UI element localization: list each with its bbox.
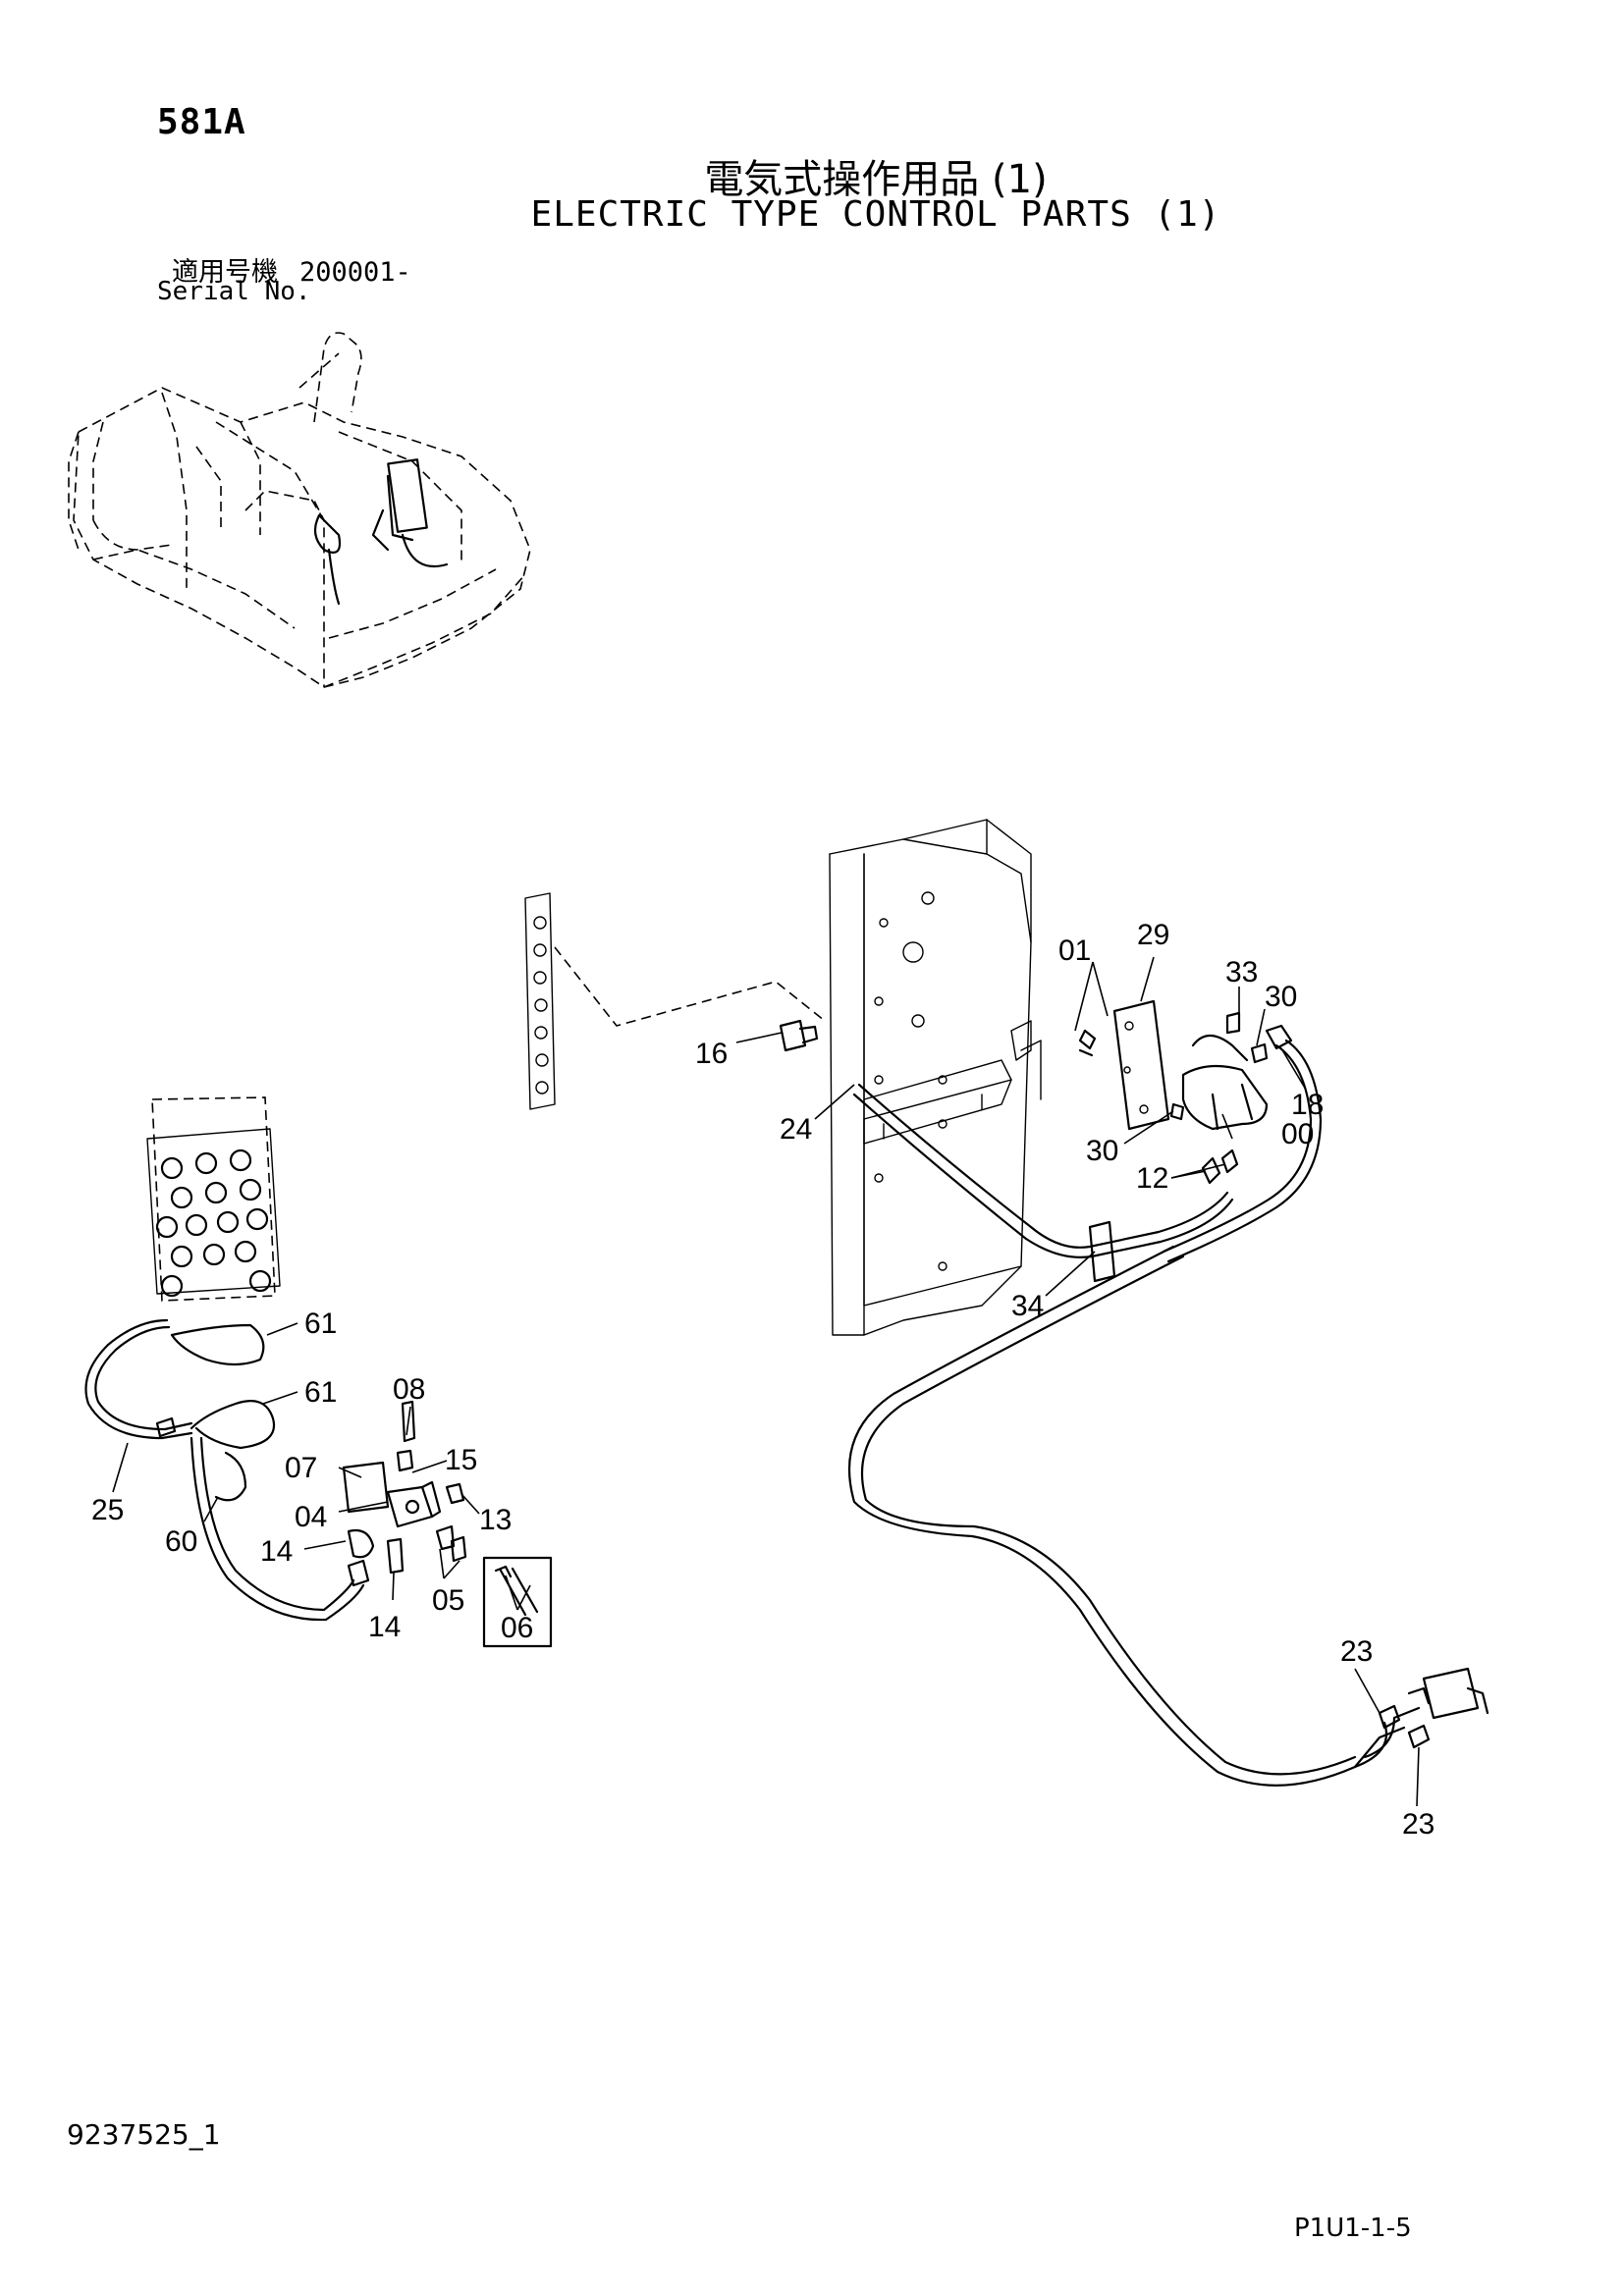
block-fitting-group [342,1400,467,1575]
part-06-boxed-inset [482,1556,553,1648]
callout-15: 15 [445,1444,477,1476]
callout-01: 01 [1058,934,1091,967]
callout-23-upper: 23 [1340,1635,1373,1668]
serial-jp-label: 適用号機 [172,257,278,288]
callout-61-lower: 61 [304,1376,337,1409]
callout-30-upper: 30 [1265,981,1297,1013]
hose-end-fittings [1378,1667,1489,1749]
mounting-plate [829,819,1042,1336]
serial-number: 200001- [299,257,411,288]
callout-12: 12 [1136,1162,1168,1195]
callout-34: 34 [1011,1290,1044,1322]
document-number: 9237525_1 [67,2118,221,2151]
callout-24: 24 [780,1113,812,1146]
dashed-reference-line [554,946,826,1027]
title-english: ELECTRIC TYPE CONTROL PARTS (1) [530,194,1221,235]
callout-05: 05 [432,1584,464,1617]
callout-29: 29 [1137,919,1169,951]
pilot-valve-block [146,1096,281,1302]
callout-13: 13 [479,1504,512,1536]
title-japanese: 電気式操作用品 (1) [704,157,1048,202]
callout-61-upper: 61 [304,1308,337,1340]
callout-07: 07 [285,1452,317,1484]
callout-14-lower: 14 [368,1611,401,1643]
callout-04: 04 [295,1501,327,1533]
page-reference: P1U1-1-5 [1294,2214,1412,2243]
callout-18: 18 [1291,1089,1324,1121]
callout-16: 16 [695,1038,728,1070]
callout-25: 25 [91,1494,124,1526]
page-code: 581A [157,102,246,142]
pilot-hoses-left [84,1318,370,1622]
solenoid-valve-assembly [1078,999,1293,1185]
serial-label-japanese: 適用号機 200001- [172,250,411,289]
callout-08: 08 [393,1373,425,1406]
callout-leaders [112,956,1420,1807]
callout-33: 33 [1225,956,1258,988]
callout-60: 60 [165,1525,197,1558]
terminal-strip [524,892,556,1110]
callout-30-lower: 30 [1086,1135,1118,1167]
callout-06: 06 [501,1612,533,1644]
callout-14-left: 14 [260,1535,293,1568]
hose-runs [847,1039,1421,1787]
callout-labels: 01 29 33 30 16 18 24 30 00 12 34 61 61 0… [91,919,1435,1841]
machine-overview-illustration [68,332,531,688]
callout-00: 00 [1281,1118,1314,1150]
part-16-fitting [779,1019,819,1052]
callout-23-lower: 23 [1402,1808,1435,1841]
serial-label-english: Serial No. [157,277,311,306]
